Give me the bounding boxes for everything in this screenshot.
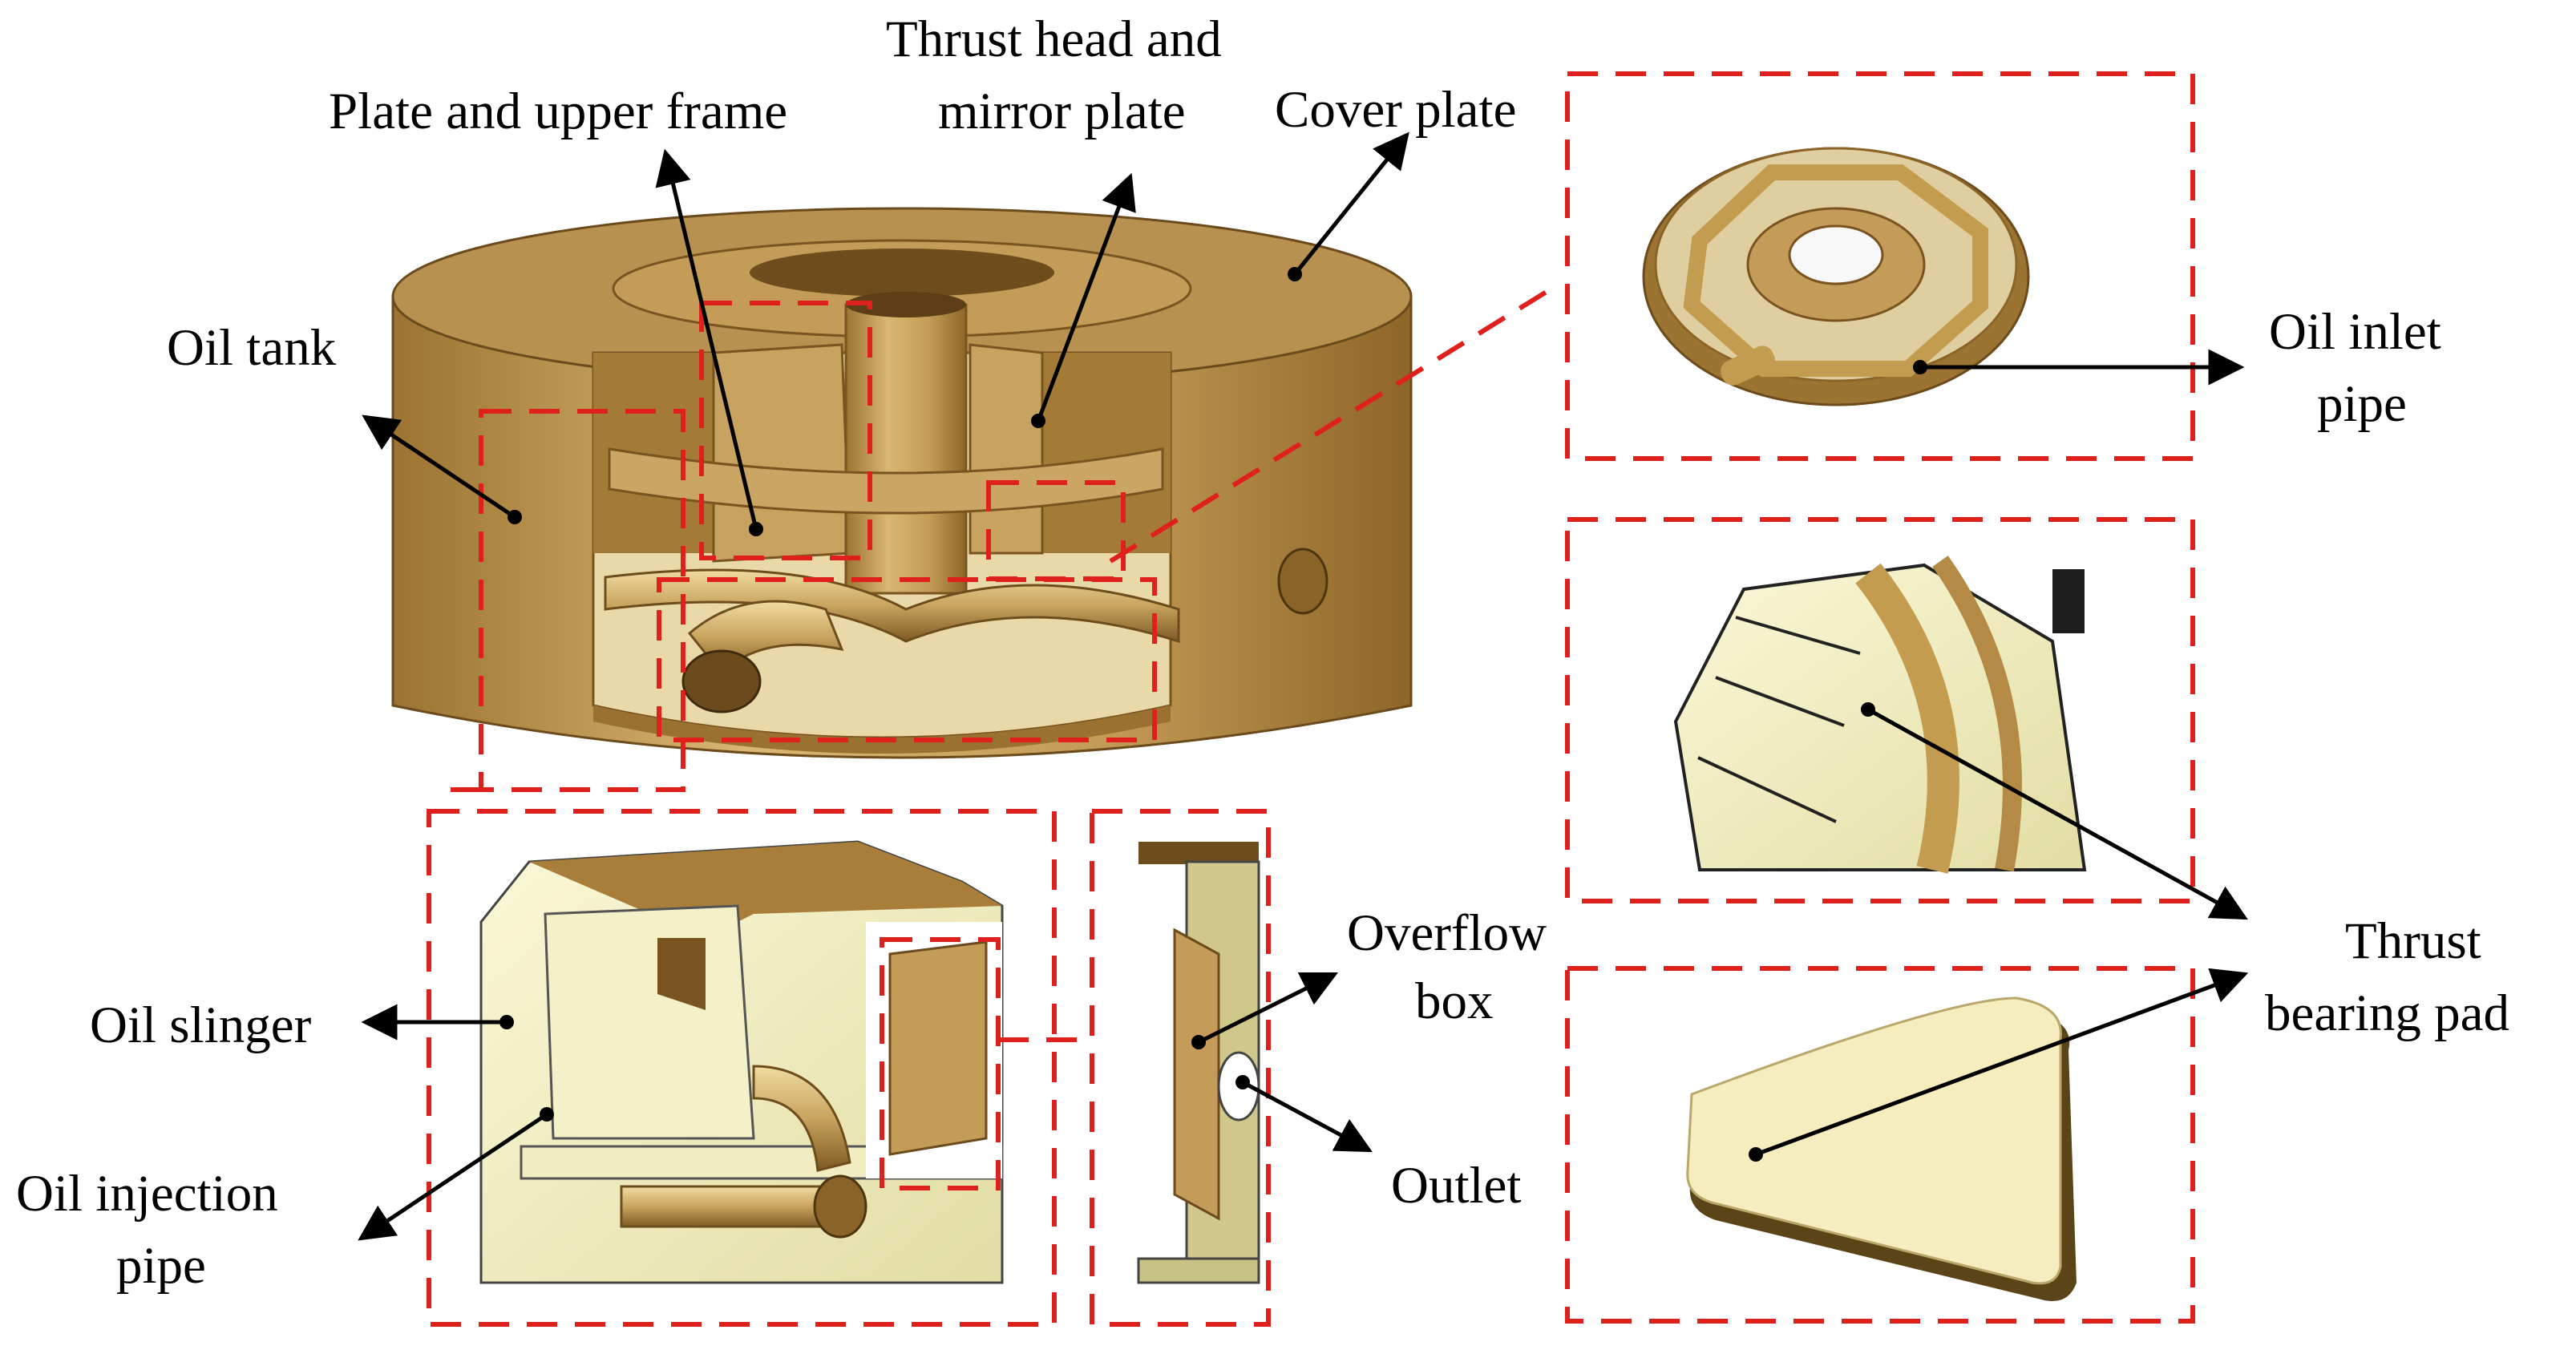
label-outlet: Outlet: [1391, 1157, 1521, 1215]
callout-pipe: [657, 577, 1157, 742]
label-oil-inlet-line1: Oil inlet: [2269, 303, 2441, 361]
side-port: [1277, 548, 1328, 615]
label-thrust-head-line1: Thrust head and: [886, 10, 1222, 68]
panel-oil-inlet: [1565, 71, 2195, 461]
label-overflow-line1: Overflow: [1347, 904, 1547, 962]
label-thrust-head-line2: mirror plate: [938, 83, 1186, 140]
arrow-thrust-head: [1036, 172, 1136, 422]
inlet-pipe-loop: [1683, 164, 1988, 377]
panel-pad-ring: [1565, 517, 2195, 903]
thrust-head: [844, 303, 968, 595]
pipe-outlet-opening: [681, 649, 762, 713]
callout-thrust-ring: [986, 480, 1126, 581]
label-overflow-line2: box: [1415, 972, 1494, 1030]
pointer-arrows: [358, 131, 2249, 1241]
arrow-thrust-pad-ring: [1866, 707, 2248, 920]
panel-oil-slinger: [427, 809, 1090, 1327]
panel-single-pad: [1565, 966, 2195, 1324]
callout-plate-frame: [699, 301, 872, 560]
panel-overflow-outlet: [1090, 809, 1271, 1327]
arrow-cover-plate: [1293, 131, 1409, 276]
slinger-pipe-end: [813, 1174, 867, 1239]
arrow-overflow: [1197, 972, 1339, 1045]
arrow-oil-injection: [358, 1112, 548, 1241]
arrow-thrust-pad-single: [1755, 968, 2249, 1157]
label-thrust-pad-line1: Thrust: [2345, 912, 2481, 970]
label-cover-plate: Cover plate: [1275, 81, 1516, 139]
label-thrust-pad-line2: bearing pad: [2265, 984, 2509, 1042]
label-oil-inlet-line2: pipe: [2317, 375, 2407, 433]
arrow-plate-frame: [655, 148, 758, 530]
label-oil-injection-line1: Oil injection: [16, 1165, 278, 1223]
arrow-oil-tank: [362, 414, 516, 519]
label-oil-injection-line2: pipe: [116, 1237, 206, 1295]
labels: Plate and upper frame Thrust head and mi…: [16, 10, 2509, 1295]
label-plate-upper-frame: Plate and upper frame: [329, 83, 787, 140]
arrow-tail-dots: [499, 267, 1927, 1162]
label-oil-tank: Oil tank: [167, 319, 337, 377]
callout-overflow: [880, 937, 1001, 1190]
main-assembly: [391, 207, 1413, 759]
main-callouts: [433, 281, 1561, 792]
label-oil-slinger: Oil slinger: [90, 996, 312, 1054]
callout-oil-slinger: [479, 409, 685, 792]
arrow-outlet: [1241, 1080, 1373, 1153]
